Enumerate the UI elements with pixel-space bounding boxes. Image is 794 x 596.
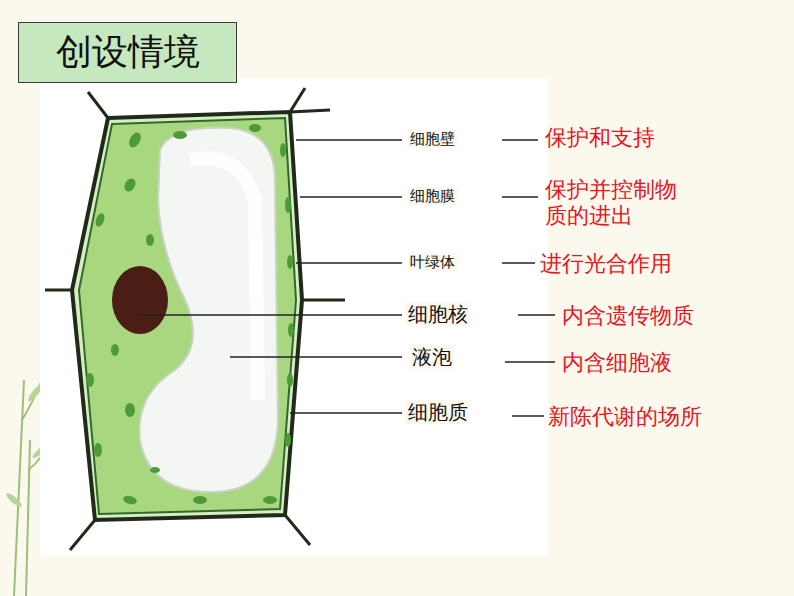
part-name: 叶绿体 [408,253,457,271]
function-note: 保护和支持 [545,125,655,151]
cell-wall [72,112,302,520]
function-note: 内含遗传物质 [562,303,694,329]
part-name: 细胞壁 [408,130,457,148]
nucleus [112,266,168,334]
function-note: 新陈代谢的场所 [548,404,702,430]
title-box: 创设情境 [18,22,237,83]
leader-lines [140,140,555,416]
part-name: 液泡 [410,345,454,369]
cell-membrane [79,118,296,514]
part-name: 细胞质 [406,400,470,424]
part-name: 细胞核 [406,302,470,326]
function-note: 内含细胞液 [562,350,672,376]
function-note: 保护并控制物质的进出 [545,177,681,230]
title-text: 创设情境 [56,28,200,77]
picture-ground [40,78,548,556]
part-name: 细胞膜 [408,187,457,205]
function-note: 进行光合作用 [540,251,672,277]
wall-stubs [45,88,345,550]
